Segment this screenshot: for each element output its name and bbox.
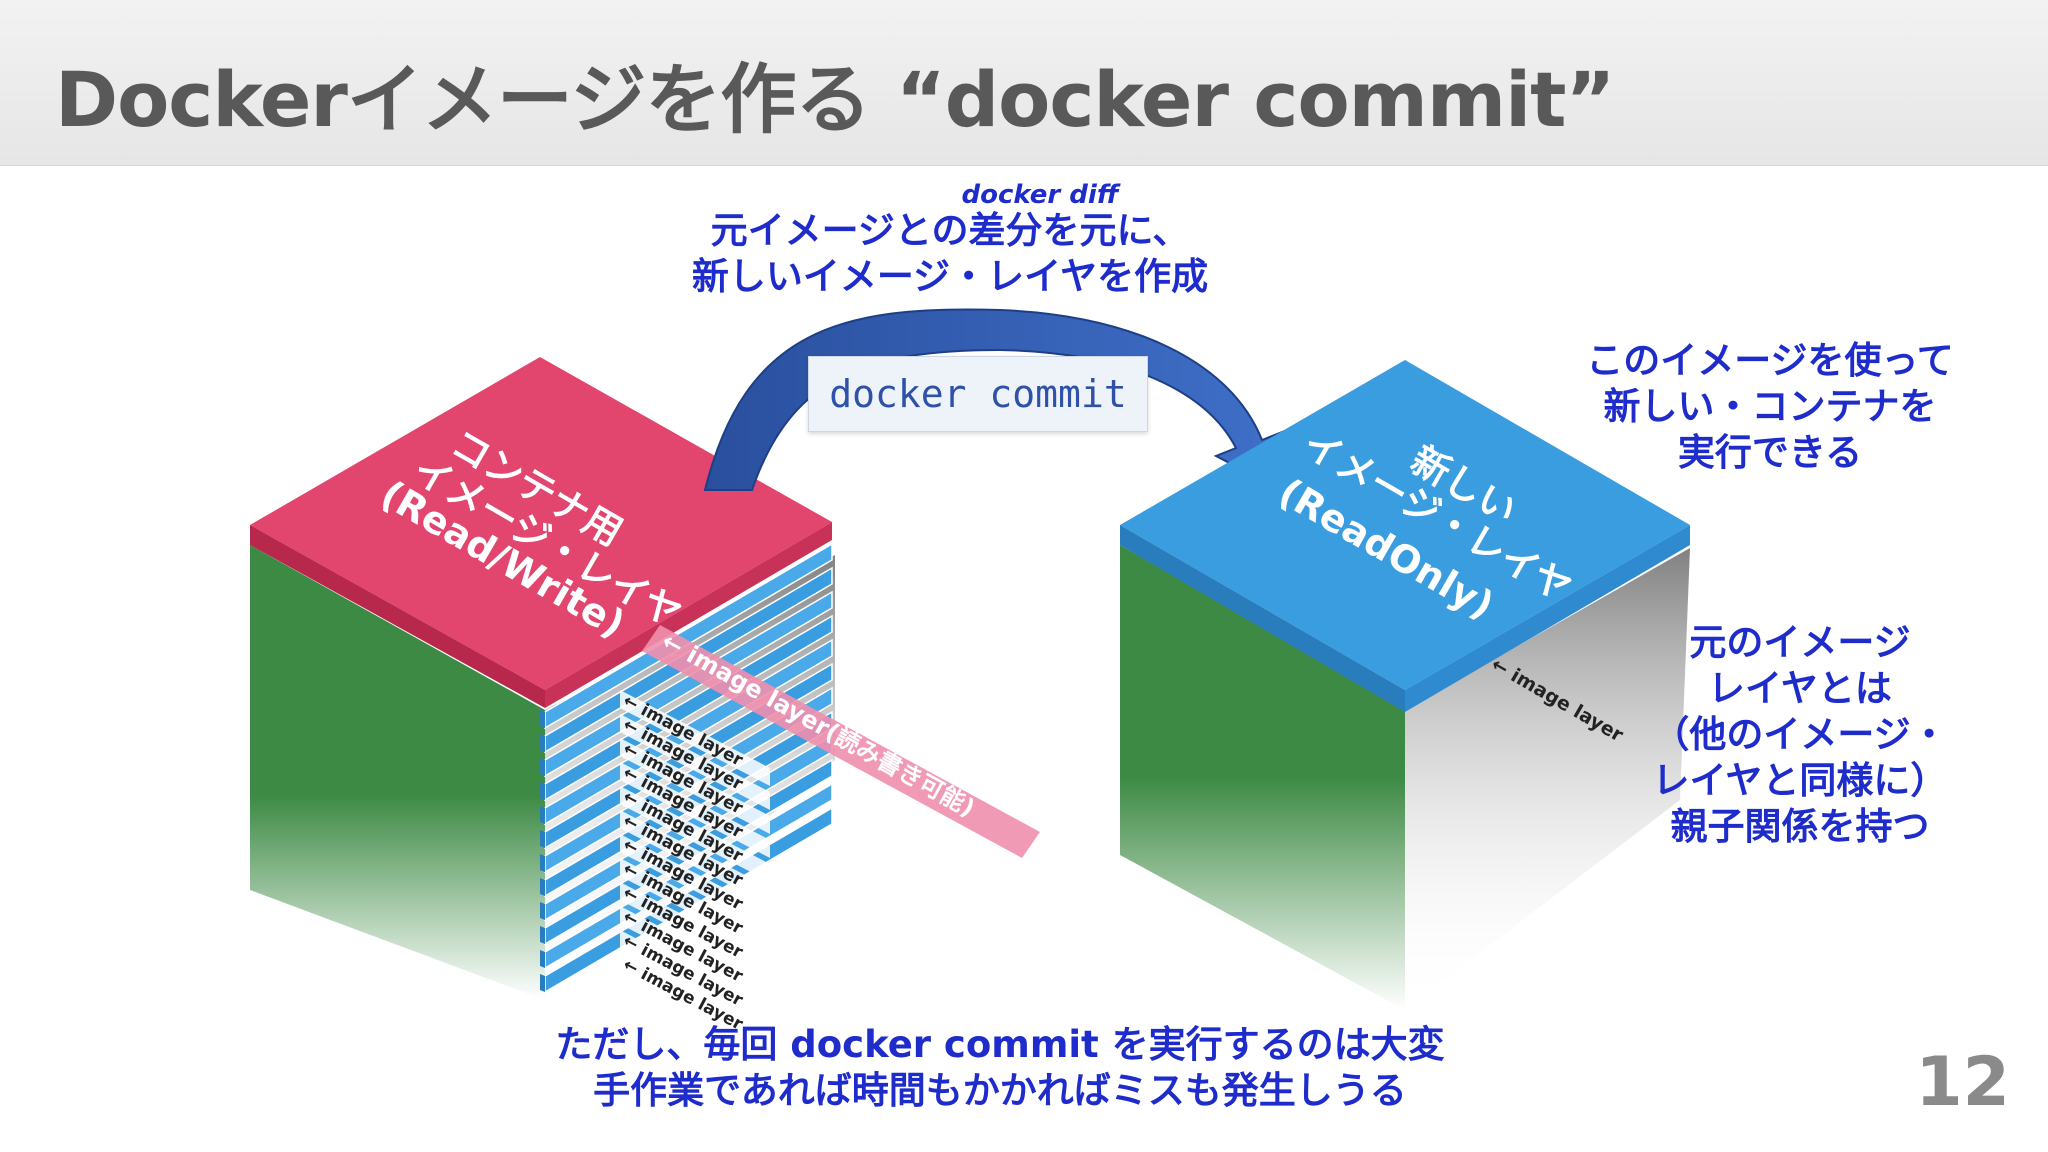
image-layer-slice-edge [540, 878, 545, 896]
usage-caption-line1: このイメージを使って [1586, 339, 1954, 382]
image-layer-label-band [620, 954, 770, 1050]
image-layer-slice-edge [540, 950, 545, 968]
image-layer-slice-edge [540, 782, 545, 800]
image-layer-slice-edge [540, 806, 545, 824]
commit-description-line2: 新しいイメージ・レイヤを作成 [691, 255, 1209, 298]
commit-description-line1: 元イメージとの差分を元に、 [710, 209, 1190, 252]
warning-caption-line1: ただし、毎回 docker commit を実行するのは大変 [555, 1023, 1445, 1066]
relationship-caption: 元のイメージ レイヤとは （他のイメージ・ レイヤと同様に） 親子関係を持つ [1600, 620, 2000, 850]
image-layer-slice-edge [540, 758, 545, 776]
image-layer-slice-edge [540, 734, 545, 752]
right-stack-green-face [1120, 545, 1405, 1010]
docker-diff-label: docker diff [961, 180, 1119, 210]
image-layer-label-band [620, 810, 770, 906]
relationship-caption-line1: 元のイメージ [1689, 621, 1911, 664]
image-layer-label-band [620, 858, 770, 954]
left-layer-stack: コンテナ用 イメージ・レイヤ (Read/Write) ← image laye… [250, 357, 1040, 1050]
usage-caption: このイメージを使って 新しい・コンテナを 実行できる [1560, 338, 1980, 476]
commit-description: 元イメージとの差分を元に、 新しいイメージ・レイヤを作成 [640, 208, 1260, 300]
rw-banner [642, 625, 1040, 858]
warning-caption: ただし、毎回 docker commit を実行するのは大変 手作業であれば時間… [520, 1022, 1480, 1114]
right-stack-shadow [1405, 548, 1690, 1010]
rw-layer-top [250, 357, 832, 690]
image-layer-label-band [620, 762, 770, 858]
relationship-caption-line2: レイヤとは [1708, 667, 1892, 710]
image-layer-label-band [620, 930, 770, 1026]
rw-layer-left-side [250, 525, 545, 708]
relationship-caption-line3: （他のイメージ・ [1652, 713, 1948, 756]
image-layer-label-band [620, 738, 770, 834]
usage-caption-line3: 実行できる [1677, 431, 1863, 474]
image-layer-slice-edge [540, 854, 545, 872]
rw-layer-right-side [545, 522, 832, 708]
image-layer-slice-edge [540, 902, 545, 920]
right-layer-stack: 新しい イメージ・レイヤ (ReadOnly) ← image layer [1120, 360, 1690, 1010]
image-layer-slice-edge [540, 974, 545, 992]
image-layer-slice-edge [540, 926, 545, 944]
slide-title: Dockerイメージを作る “docker commit” [55, 55, 1615, 144]
new-layer-right-side [1405, 525, 1690, 712]
image-layer-label-band [620, 906, 770, 1002]
relationship-caption-line5: 親子関係を持つ [1670, 805, 1930, 848]
image-layer-slice-edge [540, 830, 545, 848]
new-layer-left-side [1120, 525, 1405, 712]
warning-caption-line2: 手作業であれば時間もかかればミスも発生しうる [593, 1069, 1407, 1112]
image-layer-label-band [620, 882, 770, 978]
image-layer-slice-edge [540, 710, 545, 728]
left-stack-green-face [250, 545, 545, 1000]
title-bar: Dockerイメージを作る “docker commit” [0, 0, 2048, 166]
docker-commit-command: docker commit [808, 356, 1148, 432]
page-number: 12 [1915, 1043, 2010, 1122]
usage-caption-line2: 新しい・コンテナを [1603, 385, 1937, 428]
image-layer-label-band [620, 786, 770, 882]
image-layer-label-band [620, 834, 770, 930]
relationship-caption-line4: レイヤと同様に） [1652, 759, 1948, 802]
image-layer-labels: ← image layer← image layer← image layer←… [620, 690, 770, 1050]
image-layer-label-band [620, 690, 770, 786]
image-layer-label-band [620, 714, 770, 810]
